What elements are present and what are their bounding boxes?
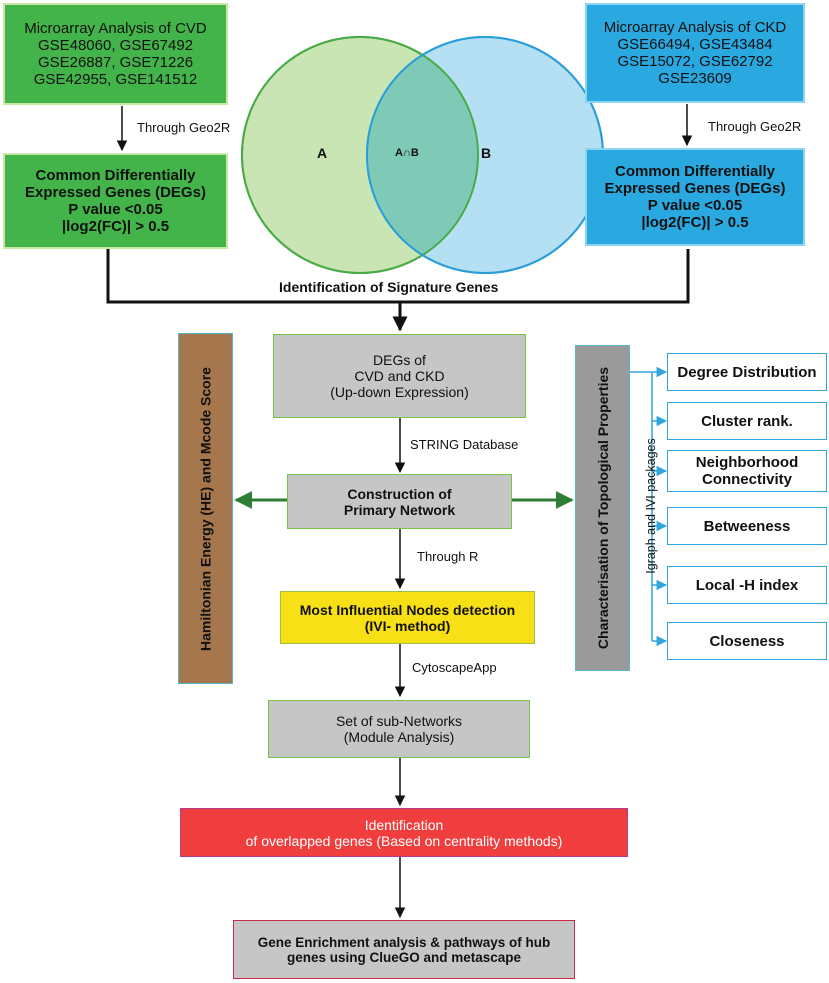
venn-diagram	[241, 36, 604, 274]
geo2r-label-right: Through Geo2R	[708, 119, 802, 134]
hamiltonian-label: Hamiltonian Energy (HE) and Mcode Score	[197, 366, 214, 651]
subnetworks-box: Set of sub-Networks (Module Analysis)	[268, 700, 530, 758]
ckd-microarray-box: Microarray Analysis of CKD GSE66494, GSE…	[585, 3, 805, 103]
property-closeness: Closeness	[667, 622, 827, 660]
deg-box-left: Common Differentially Expressed Genes (D…	[3, 153, 228, 249]
venn-intersection	[367, 37, 478, 273]
deg-box-right: Common Differentially Expressed Genes (D…	[585, 148, 805, 246]
gene-enrichment-box: Gene Enrichment analysis & pathways of h…	[233, 920, 575, 979]
through-r-label: Through R	[417, 549, 479, 564]
property-cluster-rank: Cluster rank.	[667, 402, 827, 440]
overlapped-genes-box: Identification of overlapped genes (Base…	[180, 808, 628, 857]
signature-genes-label: Identification of Signature Genes	[279, 279, 499, 295]
venn-label-a: A	[317, 145, 328, 161]
topological-box: Characterisation of Topological Properti…	[575, 345, 630, 671]
property-neighborhood-connectivity: Neighborhood Connectivity	[667, 450, 827, 492]
hamiltonian-box: Hamiltonian Energy (HE) and Mcode Score	[178, 333, 233, 684]
venn-label-b: B	[481, 145, 492, 161]
string-database-label: STRING Database	[410, 437, 519, 452]
property-local-h-index: Local -H index	[667, 566, 827, 604]
property-betweeness: Betweeness	[667, 507, 827, 545]
degs-cvd-ckd-box: DEGs of CVD and CKD (Up-down Expression)	[273, 334, 526, 418]
venn-label-intersection: A∩B	[395, 147, 419, 159]
construction-network-box: Construction of Primary Network	[287, 474, 512, 529]
cvd-microarray-box: Microarray Analysis of CVD GSE48060, GSE…	[3, 3, 228, 105]
igraph-label: Igraph and IVI packages	[644, 438, 658, 574]
property-degree-distribution: Degree Distribution	[667, 353, 827, 391]
influential-nodes-box: Most Influential Nodes detection (IVI- m…	[280, 591, 535, 644]
cytoscape-label: CytoscapeApp	[412, 660, 497, 675]
geo2r-label-left: Through Geo2R	[137, 120, 231, 135]
topological-label: Characterisation of Topological Properti…	[594, 366, 611, 650]
